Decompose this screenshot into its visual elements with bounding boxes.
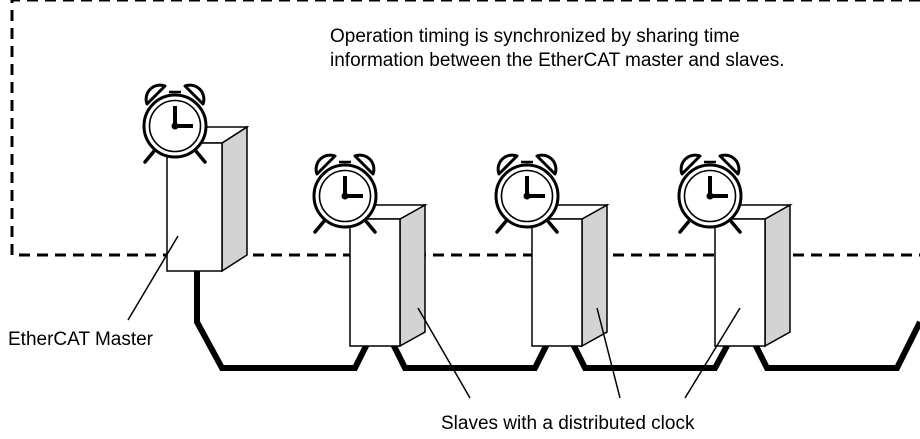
sync-region-border: [10, 0, 920, 257]
slave-unit-1: [347, 203, 428, 348]
slave-2-leader-line: [596, 307, 621, 399]
caption-line-2: information between the EtherCAT master …: [330, 50, 785, 71]
slave-1-clock-icon: [312, 153, 378, 234]
slave-3-clock-icon: [677, 153, 743, 234]
slaves-label: Slaves with a distributed clock: [441, 413, 695, 434]
sync-caption: Operation timing is synchronized by shar…: [330, 25, 784, 73]
master-clock-icon: [142, 83, 208, 164]
caption-line-1: Operation timing is synchronized by shar…: [330, 26, 740, 47]
slave-1-leader-line: [417, 307, 471, 399]
slave-2-clock-icon: [494, 153, 560, 234]
slave-unit-3: [712, 203, 793, 348]
master-label: EtherCAT Master: [8, 329, 154, 350]
slave-unit-2: [529, 203, 610, 348]
master-leader-line: [127, 235, 179, 321]
slave-3-leader-line: [684, 307, 741, 399]
